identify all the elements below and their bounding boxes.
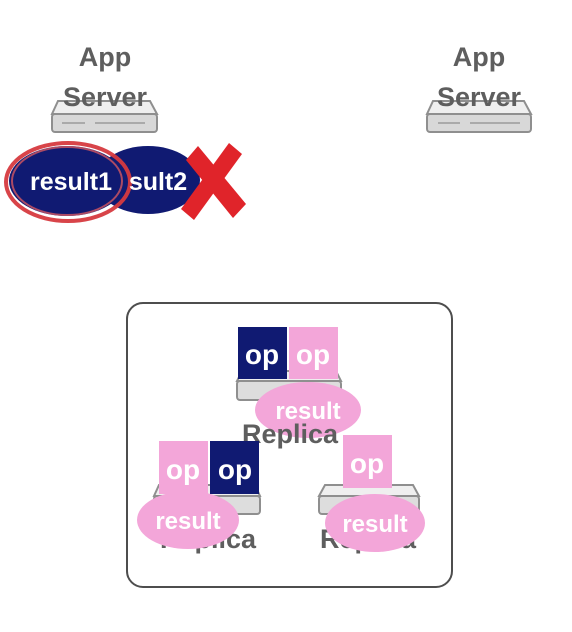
top-result-oval: [255, 382, 361, 438]
server-icon: [425, 100, 533, 133]
left-op-1-label: op: [166, 454, 200, 485]
app-server-left: App Server: [50, 42, 159, 133]
left-op-1: [159, 441, 208, 494]
right-op-1: [343, 435, 392, 488]
right-result-oval: [325, 494, 425, 552]
right-op-1-label: op: [350, 448, 384, 479]
result-ovals: result1 sult2: [4, 141, 246, 223]
top-result-label: result: [275, 398, 340, 425]
replica-left: op op Replica result: [137, 441, 262, 554]
left-result-label: result: [155, 508, 220, 535]
cross-icon: [181, 143, 246, 220]
replica-right: op Replica result: [317, 435, 425, 554]
right-result-label: result: [342, 511, 407, 538]
left-op-2-label: op: [218, 454, 252, 485]
result1-label: result1: [30, 168, 112, 196]
app-server-left-line1: App: [79, 42, 131, 72]
app-server-right: App Server: [425, 42, 533, 133]
replica-top: op op result Replica: [235, 327, 361, 449]
result2-label: sult2: [129, 168, 187, 196]
top-op-1: [238, 327, 287, 379]
app-server-right-line2: Server: [437, 82, 522, 112]
result1-oval: [9, 146, 125, 216]
app-server-right-line1: App: [453, 42, 505, 72]
result1-highlight-ring: [4, 141, 132, 223]
server-icon: [50, 100, 159, 133]
top-op-2-label: op: [296, 339, 330, 370]
app-server-left-line2: Server: [63, 82, 148, 112]
top-op-2: [289, 327, 338, 379]
left-result-oval: [137, 491, 239, 549]
result1-highlight-ring-inner: [11, 146, 123, 216]
top-op-1-label: op: [245, 339, 279, 370]
left-op-2: [210, 441, 259, 494]
